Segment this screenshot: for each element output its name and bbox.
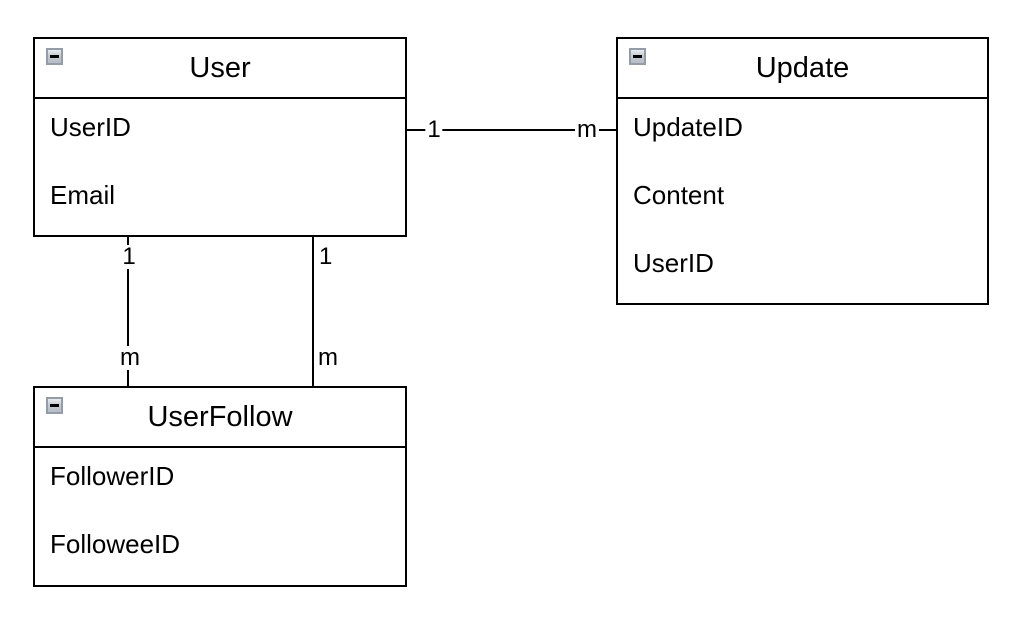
cardinality-label-userfollow-left-1: 1 (120, 243, 138, 270)
entity-field: Email (50, 180, 116, 210)
entity-update-body: UpdateID Content UserID (618, 99, 987, 303)
entity-userfollow-body: FollowerID FolloweeID (35, 448, 405, 584)
entity-field: UserID (633, 248, 714, 278)
entity-user-body: UserID Email (35, 99, 405, 235)
entity-title: UserFollow (147, 400, 293, 433)
cardinality-label-user-update-1: 1 (425, 116, 443, 143)
cardinality-label-userfollow-right-1: 1 (317, 243, 335, 270)
entity-field: UserID (50, 112, 131, 142)
minus-icon (633, 55, 642, 58)
entity-title: Update (755, 51, 850, 84)
collapse-icon[interactable] (46, 48, 63, 65)
entity-field: Content (633, 180, 725, 210)
entity-update-header: Update (618, 39, 987, 99)
entity-user-header: User (35, 39, 405, 99)
minus-icon (50, 404, 59, 407)
cardinality-label-userfollow-right-m: m (316, 344, 340, 371)
entity-field: FolloweeID (50, 529, 181, 559)
entity-userfollow-header: UserFollow (35, 388, 405, 448)
entity-field: UpdateID (633, 112, 743, 142)
collapse-icon[interactable] (46, 397, 63, 414)
entity-update[interactable]: Update UpdateID Content UserID (616, 37, 989, 305)
cardinality-label-userfollow-left-m: m (118, 344, 142, 371)
collapse-icon[interactable] (629, 48, 646, 65)
entity-userfollow[interactable]: UserFollow FollowerID FolloweeID (33, 386, 407, 587)
entity-user[interactable]: User UserID Email (33, 37, 407, 237)
minus-icon (50, 55, 59, 58)
entity-title: User (189, 51, 251, 84)
entity-field: FollowerID (50, 461, 175, 491)
cardinality-label-user-update-m: m (575, 116, 599, 143)
